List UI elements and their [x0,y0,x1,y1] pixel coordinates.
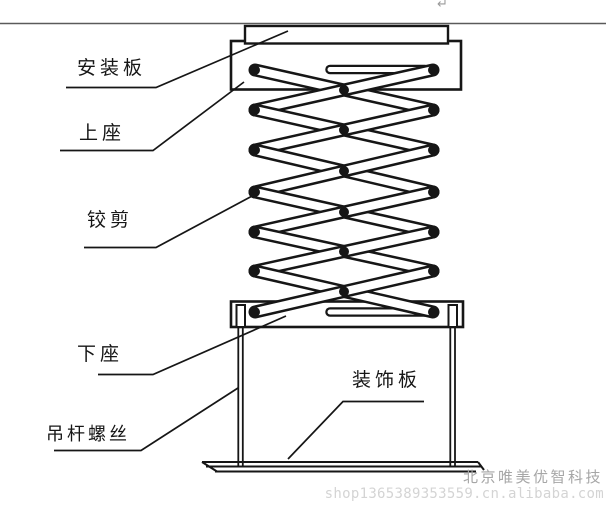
pivot-dot [428,145,438,155]
right-rod-bracket [447,304,458,328]
pivot-dot [339,166,349,176]
label-mounting-plate: 安装板 [77,58,147,79]
pivot-dot [339,246,349,257]
decorative-plate-leader [287,400,424,460]
paragraph-mark: ↵ [437,0,448,11]
label-upper-seat: 上座 [79,123,126,144]
pivot-dot [250,307,260,317]
pivot-dot [339,207,349,217]
pivot-dot [250,187,260,197]
lower-seat-leader [98,315,287,376]
pivot-dot [428,307,438,317]
pivot-dot [428,187,438,197]
label-scissor: 铰剪 [87,210,134,231]
left-rod-bracket [235,304,246,328]
scissor-mechanism [248,63,440,319]
leader-lines [54,30,424,460]
decorative-plate-shape [201,461,485,473]
watermark-url: shop1365389353559.cn.alibaba.com [324,486,604,502]
scissor-leader [84,194,255,249]
pivot-dot [428,105,438,115]
pivot-dot [428,65,438,75]
label-lower-seat: 下座 [77,344,124,365]
pivot-dot [428,266,438,276]
pivot-dot [250,105,260,115]
pivot-dot [250,266,260,276]
pivot-dot [339,286,349,297]
decorative-plate-left-bevel [201,461,218,473]
pivot-dot [428,227,438,237]
pivot-dot [339,125,349,135]
label-hanger-rod-screw: 吊杆螺丝 [46,424,130,444]
label-decorative-plate: 装饰板 [352,370,422,391]
watermark-company: 北京唯美优智科技 [462,469,603,486]
mounting-plate-leader [66,30,289,89]
pivot-dot [250,227,260,237]
pivot-dot [339,85,349,95]
mounting-plate-shape [243,24,450,45]
pivot-dot [250,145,260,155]
hanger-rods [237,327,456,467]
hanger-rod-screw-leader [54,387,239,452]
pivot-dot [250,65,260,75]
decorative-plate-right-bevel [477,461,485,471]
upper-seat-leader [60,81,245,152]
hanger-rod-brackets [235,304,458,328]
